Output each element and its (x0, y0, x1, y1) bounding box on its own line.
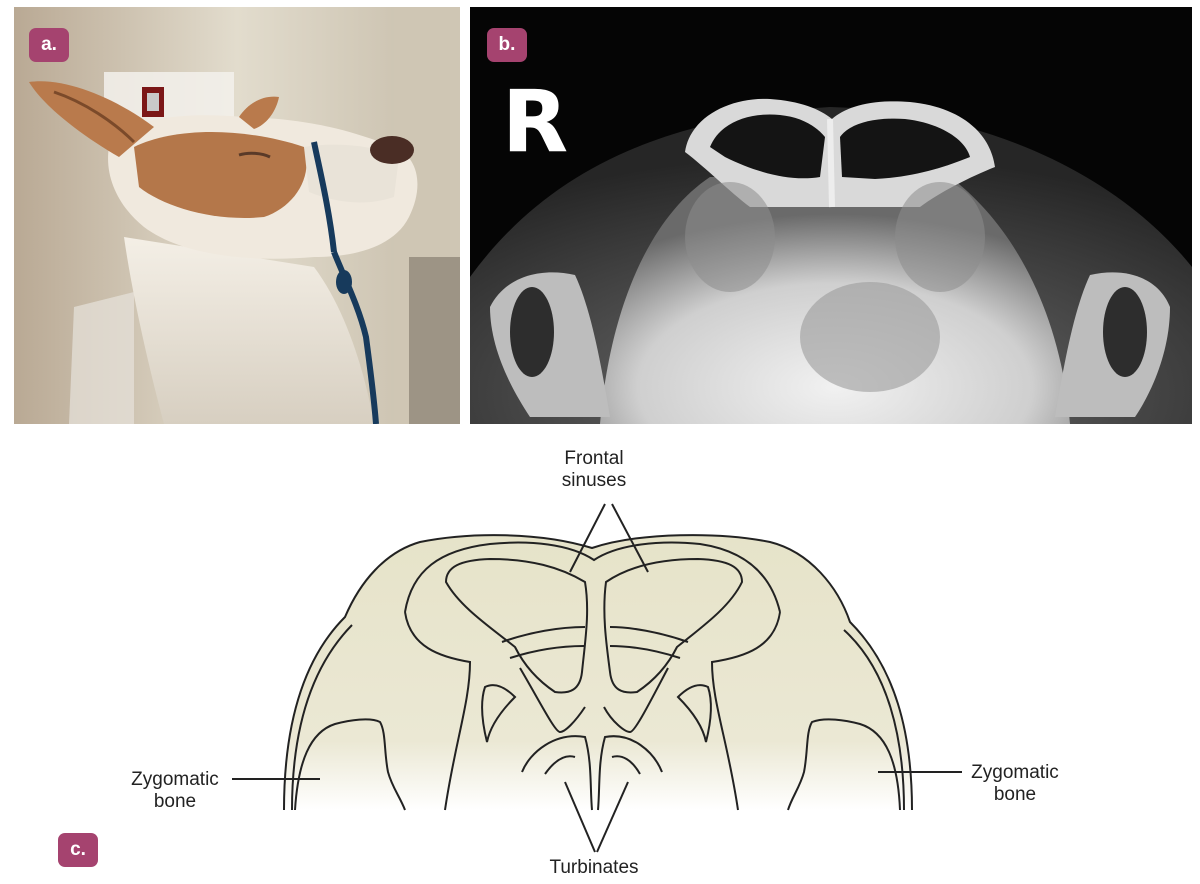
radiograph-panel: b. R (470, 7, 1192, 424)
diagram-panel: c. Frontal sinuses Zygomatic bone Zygoma… (0, 432, 1200, 884)
skull-diagram-icon (232, 503, 962, 853)
zygomatic-bone-right-label: Zygomatic bone (971, 762, 1059, 805)
dog-photo-icon (14, 7, 460, 424)
frontal-sinuses-label: Frontal sinuses (561, 448, 627, 491)
right-side-marker: R (502, 72, 569, 172)
turbinates-label: Turbinates (549, 857, 639, 878)
zygomatic-bone-left-label: Zygomatic bone (131, 769, 219, 812)
panel-c-badge: c. (58, 833, 98, 867)
skull-radiograph-icon (470, 7, 1192, 424)
panel-b-badge: b. (487, 28, 527, 62)
panel-a-badge: a. (29, 28, 69, 62)
photo-panel: a. (14, 7, 460, 424)
